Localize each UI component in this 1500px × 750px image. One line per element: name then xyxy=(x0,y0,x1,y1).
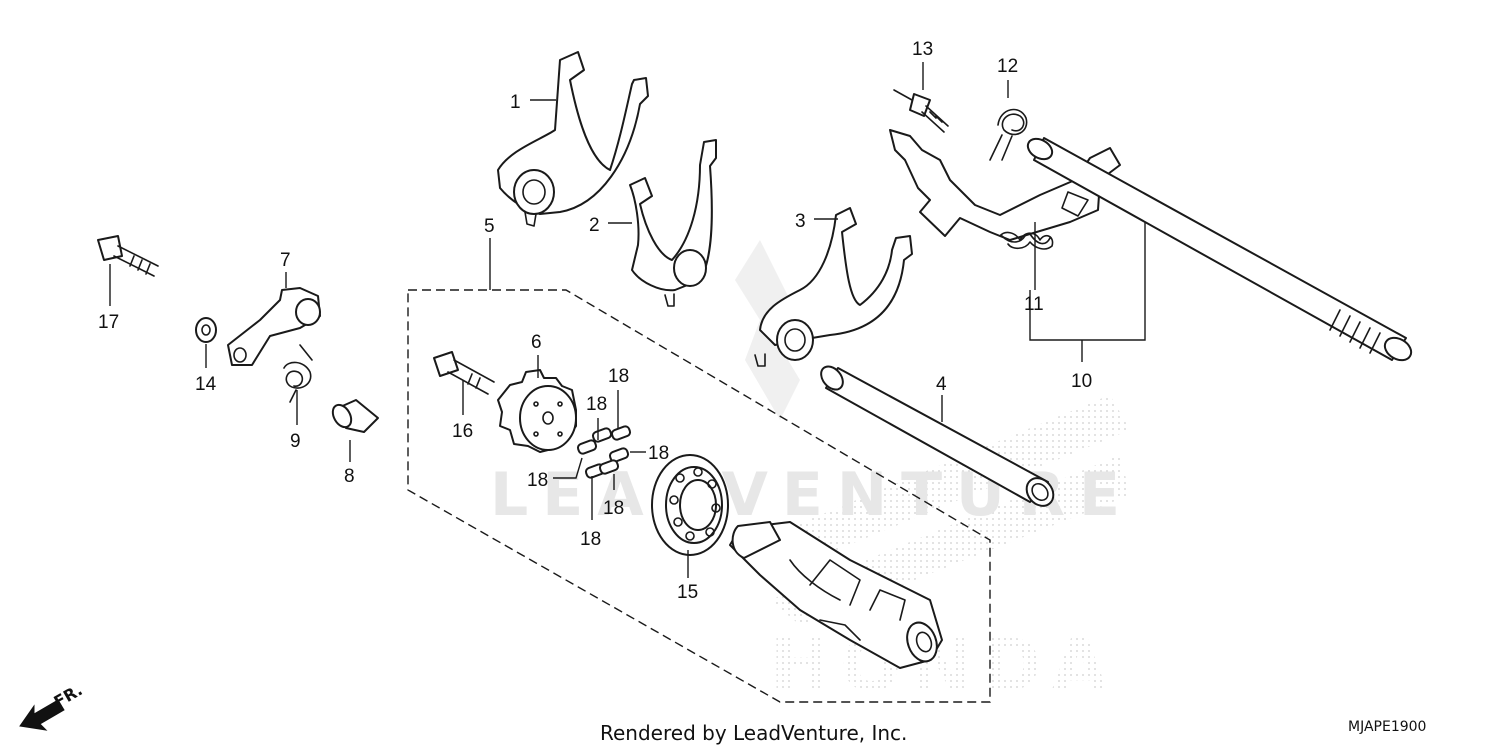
part-group-box-5[interactable] xyxy=(407,289,991,703)
part-shift-fork-2[interactable] xyxy=(629,139,717,307)
callout-18-f: 18 xyxy=(580,529,601,550)
callout-8: 8 xyxy=(344,466,355,487)
callout-18-d: 18 xyxy=(527,470,548,491)
callout-17: 17 xyxy=(98,312,119,333)
callout-18-b: 18 xyxy=(586,394,607,415)
callout-11: 11 xyxy=(1024,294,1044,315)
part-collar-8[interactable] xyxy=(329,399,379,433)
callout-10: 10 xyxy=(1071,371,1092,392)
callout-18-c: 18 xyxy=(648,443,669,464)
part-bearing-15[interactable] xyxy=(651,454,729,556)
part-shift-fork-3[interactable] xyxy=(754,207,913,367)
callout-13: 13 xyxy=(912,39,933,60)
callout-14: 14 xyxy=(195,374,217,395)
part-washer-14[interactable] xyxy=(195,317,217,343)
part-bolt-16[interactable] xyxy=(433,351,495,395)
front-arrow-icon xyxy=(19,699,65,731)
part-star-cam-6[interactable] xyxy=(497,369,577,453)
callout-3: 3 xyxy=(795,211,806,232)
callout-18-e: 18 xyxy=(603,498,624,519)
callout-16: 16 xyxy=(452,421,473,442)
front-direction-indicator: FR. xyxy=(19,680,86,731)
callout-7: 7 xyxy=(280,250,291,271)
callout-9: 9 xyxy=(290,431,301,452)
callout-18-a: 18 xyxy=(608,366,629,387)
part-stopper-spring-9[interactable] xyxy=(283,344,313,403)
part-spring-12[interactable] xyxy=(989,108,1028,161)
part-return-spring-11[interactable] xyxy=(999,231,1054,250)
callout-labels: 1 2 3 4 5 6 7 8 9 10 11 12 13 14 15 16 1… xyxy=(98,39,1092,603)
callout-5: 5 xyxy=(484,216,495,237)
callout-2: 2 xyxy=(589,215,600,236)
callout-1: 1 xyxy=(510,92,521,113)
callout-6: 6 xyxy=(531,332,542,353)
part-shift-drum[interactable] xyxy=(729,521,943,669)
part-bolt-13[interactable] xyxy=(893,89,949,133)
part-pins-18[interactable] xyxy=(576,425,632,479)
footer-credit: Rendered by LeadVenture, Inc. xyxy=(600,721,907,745)
callout-4: 4 xyxy=(936,374,947,395)
part-shift-fork-1[interactable] xyxy=(497,51,649,227)
leader-lines xyxy=(109,62,1146,578)
part-gearshift-spindle-10[interactable] xyxy=(889,129,1415,365)
callout-12: 12 xyxy=(997,56,1018,77)
callout-15: 15 xyxy=(677,582,698,603)
part-fork-shaft-4[interactable] xyxy=(817,362,1059,511)
part-stopper-arm-7[interactable] xyxy=(227,287,321,366)
watermark-maker-text: HONDA xyxy=(770,623,1117,707)
part-bolt-17[interactable] xyxy=(97,235,159,277)
diagram-code: MJAPE1900 xyxy=(1348,719,1426,735)
